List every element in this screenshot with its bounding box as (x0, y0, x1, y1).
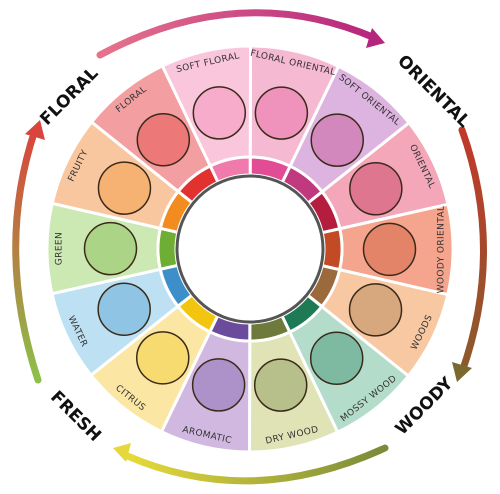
wood-chips-icon (348, 283, 403, 337)
arrow-head-fresh (113, 443, 131, 462)
arrow-woody-to-fresh (121, 444, 389, 485)
incense-sticks-icon (310, 113, 364, 167)
family-label-fresh: FRESH (46, 387, 105, 446)
star-anise-icon (349, 162, 403, 216)
vanilla-flower-icon (254, 86, 309, 140)
cucumber-parsley-icon (83, 221, 138, 276)
dry-branch-icon (253, 358, 308, 412)
segment-label-green: GREEN (54, 232, 64, 265)
family-arrows (12, 9, 487, 485)
segment-label-woody-oriental: WOODY ORIENTAL (436, 206, 446, 294)
segments (45, 44, 455, 454)
bouquet-icon (136, 112, 191, 167)
arrow-oriental-to-woody (458, 126, 487, 376)
arrow-head-woody (452, 362, 472, 382)
lotion-powder-icon (192, 86, 247, 140)
center-circle (175, 174, 325, 324)
arrow-head-oriental (366, 28, 385, 48)
moss-icon (309, 331, 364, 386)
lime-orange-icon (136, 331, 190, 385)
arrow-floral-to-oriental (96, 9, 379, 59)
arrow-fresh-to-floral (12, 126, 42, 384)
apple-strawberry-icon (97, 161, 152, 215)
band-green (156, 226, 180, 272)
wave-icon (97, 282, 151, 336)
band-woody-oriental (320, 226, 344, 272)
lavender-icon (191, 358, 246, 412)
arrow-head-floral (25, 120, 45, 140)
cinnamon-sticks-icon (362, 222, 417, 277)
